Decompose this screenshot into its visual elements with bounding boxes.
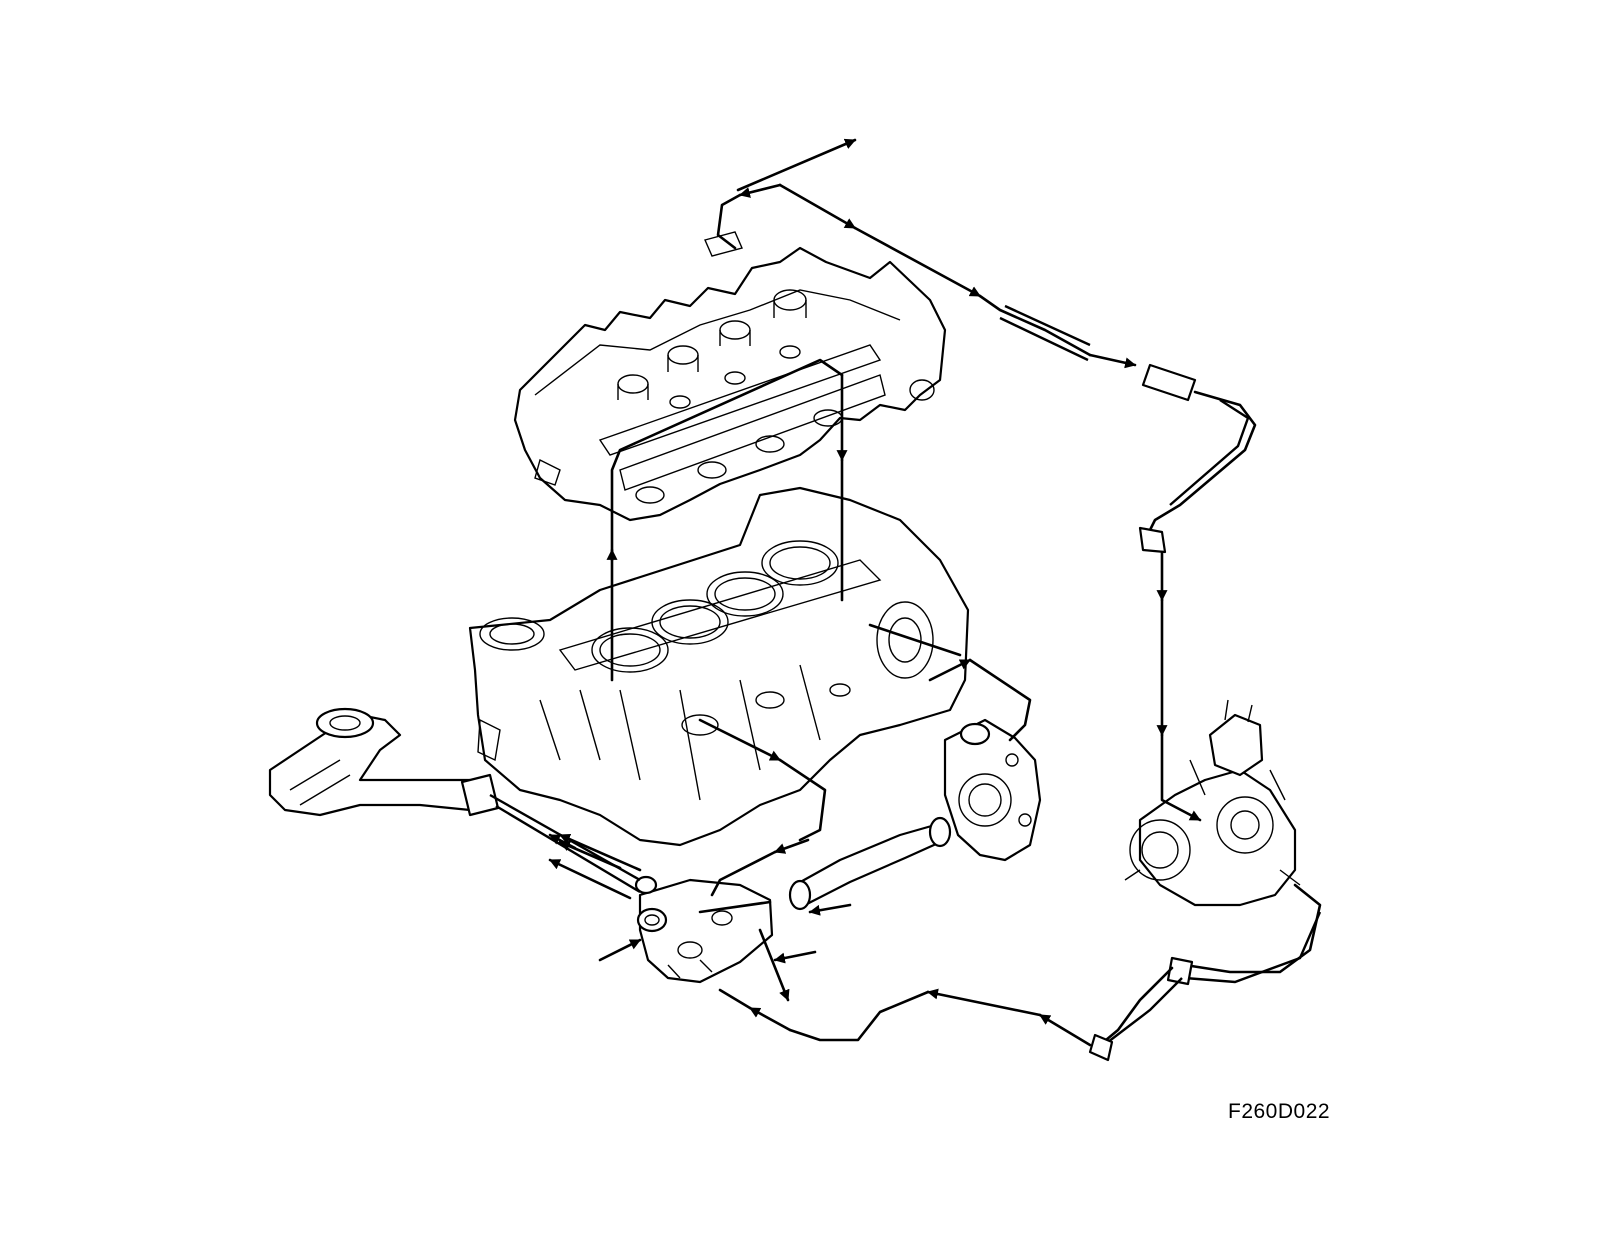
vacuum-pump (788, 718, 1042, 911)
thermostat-housing (634, 875, 774, 984)
cylinder-block (468, 486, 970, 847)
figure-reference-code: F260D022 (1228, 1100, 1331, 1123)
coolant-flow-lines (548, 138, 1322, 1062)
turbocharger (1124, 699, 1301, 907)
radiator-pipe (268, 707, 641, 894)
cylinder-head (513, 231, 947, 522)
